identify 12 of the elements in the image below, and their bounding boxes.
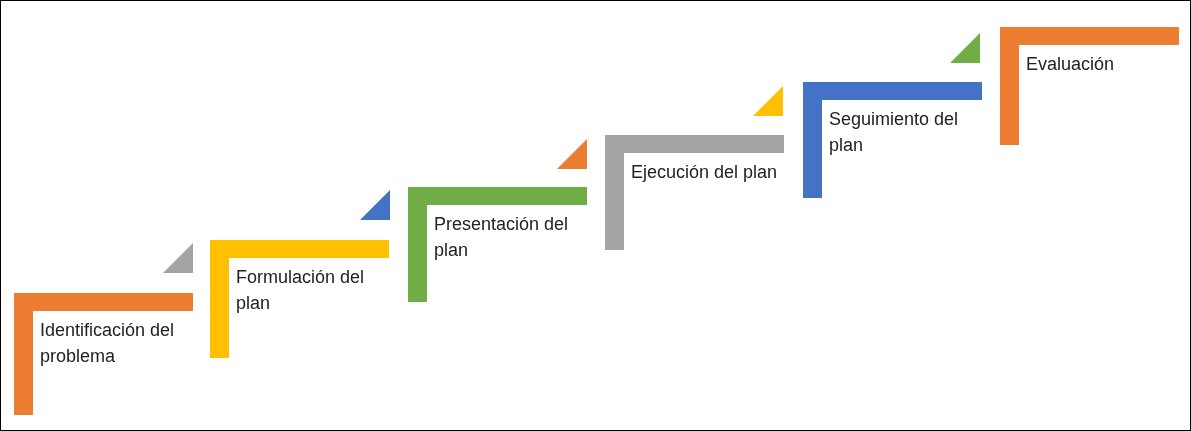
step-bracket bbox=[14, 293, 193, 415]
step-label: Evaluación bbox=[1026, 53, 1116, 76]
step-label: Seguimiento del plan bbox=[829, 108, 960, 157]
step-bracket bbox=[1000, 27, 1179, 145]
step-label: Ejecución del plan bbox=[631, 161, 779, 184]
step-bracket bbox=[803, 82, 982, 198]
step-bracket bbox=[210, 240, 389, 358]
step-bracket bbox=[605, 135, 784, 250]
step-label: Formulación del plan bbox=[236, 266, 366, 315]
step-label: Identificación del problema bbox=[40, 319, 176, 368]
step-label: Presentación del plan bbox=[434, 213, 570, 262]
step-bracket bbox=[408, 187, 587, 302]
